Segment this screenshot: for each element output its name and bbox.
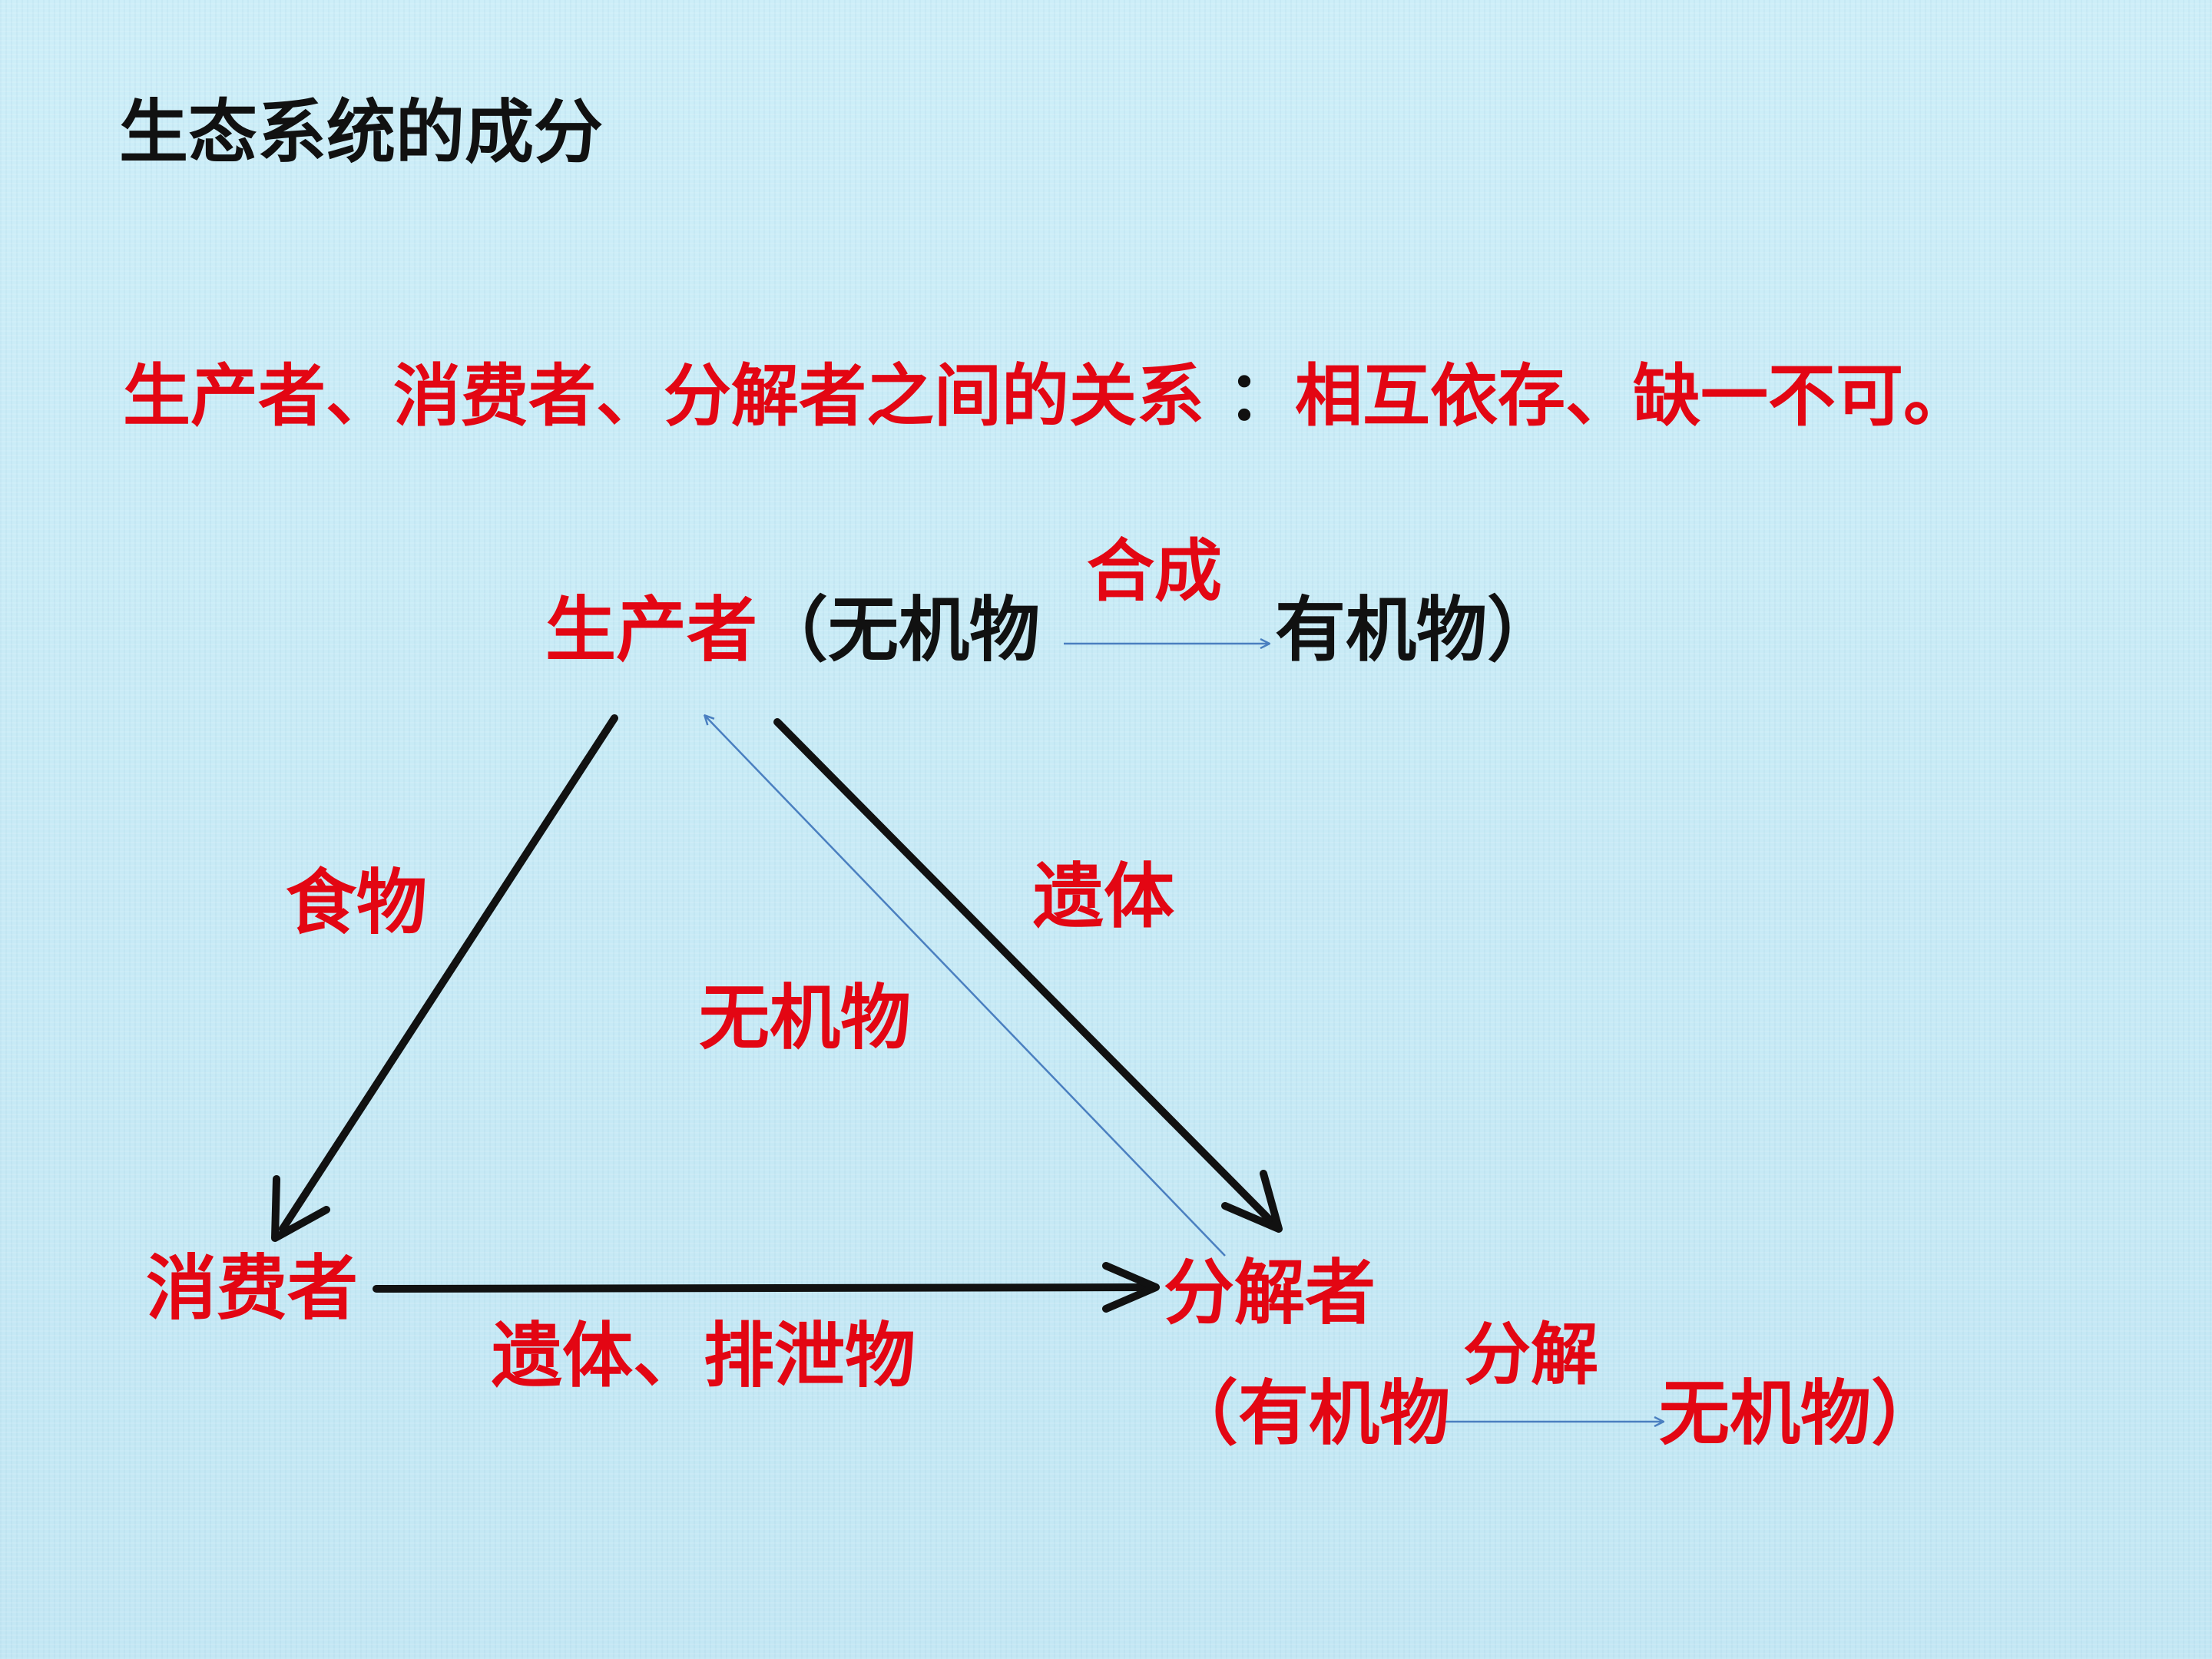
relation-conclusion: 相互依存、缺一不可。 xyxy=(1295,356,1972,435)
label-remains-excreta: 遗体、排泄物 xyxy=(492,1315,916,1397)
label-food: 食物 xyxy=(286,862,428,944)
slide-title: 生态系统的成分 xyxy=(119,92,603,173)
arrow-consumer-to-decomposer xyxy=(373,1262,1160,1313)
decomposer-input: （有机物 xyxy=(1167,1373,1451,1455)
decomposition-label: 分解 xyxy=(1463,1315,1599,1394)
relation-prefix: 生产者、消费者、分解者之间的关系 xyxy=(123,356,1205,435)
synthesis-label: 合成 xyxy=(1087,531,1223,611)
relation-colon: ： xyxy=(1227,356,1296,435)
consumer-node: 消费者 xyxy=(146,1247,359,1330)
arrow-producer-to-consumer xyxy=(271,714,618,1242)
producer-output: 有机物） xyxy=(1275,589,1558,671)
producer-name: 生产者 xyxy=(545,589,758,671)
decomposer-node: 分解者 xyxy=(1164,1252,1376,1334)
producer-node: 生产者（无机物 xyxy=(545,595,1040,666)
producer-input: （无机物 xyxy=(757,589,1041,671)
relation-statement: 生产者、消费者、分解者之间的关系：相互依存、缺一不可。 xyxy=(123,363,1971,430)
label-inorganic: 无机物 xyxy=(699,977,912,1059)
label-remains: 遗体 xyxy=(1033,856,1175,938)
arrow-decomposer-to-producer xyxy=(705,716,1226,1257)
arrow-producer-to-decomposer xyxy=(773,718,1283,1233)
decomposer-output: 无机物） xyxy=(1659,1373,1942,1455)
